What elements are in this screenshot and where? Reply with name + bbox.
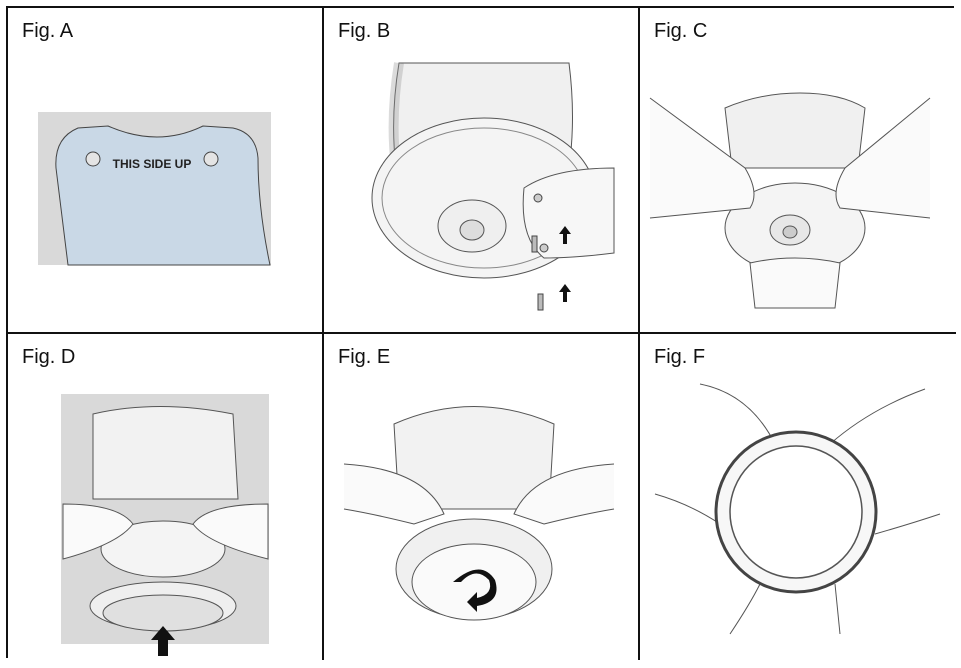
figure-panel-e: Fig. E — [324, 334, 640, 660]
arrow-up-icon — [559, 284, 571, 302]
figure-label-a: Fig. A — [22, 20, 74, 42]
blade-label-illustration: THIS SIDE UP — [38, 112, 271, 266]
fan-blade-right — [835, 97, 931, 219]
figure-label-c: Fig. C — [654, 20, 708, 42]
motor-blade-attach-illustration — [371, 62, 615, 311]
blade-edge — [829, 388, 926, 445]
fan-blade-right — [513, 463, 615, 525]
fan-blade-bottom — [749, 257, 841, 309]
figure-label-f: Fig. F — [654, 346, 706, 368]
finished-view-illustration — [654, 383, 941, 635]
motor-housing — [92, 406, 239, 500]
fan-blade-right — [192, 503, 269, 560]
blade-edge — [729, 583, 761, 635]
figure-label-e: Fig. E — [338, 346, 391, 368]
figure-panel-f: Fig. F — [640, 334, 956, 660]
blade-edge — [874, 513, 941, 535]
motor-housing — [724, 92, 866, 169]
figure-panel-c: Fig. C — [640, 8, 956, 334]
screw-icon — [531, 235, 544, 311]
blade-edge — [654, 493, 721, 525]
blade-hole-right — [203, 151, 219, 167]
figure-panel-b: Fig. B — [324, 8, 640, 334]
motor-plate — [100, 520, 226, 578]
fan-blade-left — [343, 463, 445, 525]
cover-twist-illustration — [343, 406, 615, 621]
blade-text: THIS SIDE UP — [113, 157, 192, 171]
blade-hole-left — [85, 151, 101, 167]
figure-label-b: Fig. B — [338, 20, 391, 42]
motor-housing — [393, 406, 555, 510]
fan-blade-shape — [55, 125, 271, 266]
cover-install-illustration — [61, 394, 269, 656]
figure-grid: Fig. A THIS SIDE UP Fig. B — [6, 6, 956, 660]
light-cover — [729, 445, 863, 579]
figure-label-d: Fig. D — [22, 346, 76, 368]
arrow-up-icon — [559, 226, 571, 244]
fan-blade-left — [649, 97, 755, 219]
blade-edge — [699, 383, 776, 445]
figure-panel-d: Fig. D — [8, 334, 324, 660]
blade-edge — [834, 583, 841, 635]
arrow-up-icon — [151, 626, 175, 656]
rotate-arrow-icon — [453, 569, 497, 612]
fan-blade-left — [62, 503, 134, 560]
fan-blade-arm — [522, 167, 615, 259]
figure-panel-a: Fig. A THIS SIDE UP — [8, 8, 324, 334]
blades-attached-illustration — [649, 92, 931, 309]
